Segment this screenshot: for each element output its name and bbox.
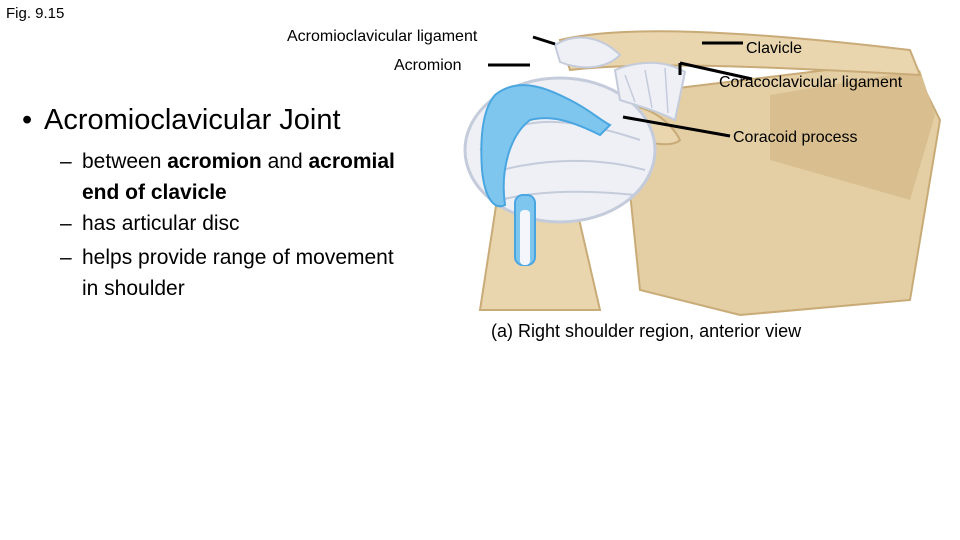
dash-marker: – xyxy=(60,246,72,269)
subpoint-text: and xyxy=(261,150,309,173)
label-coracoid-process: Coracoid process xyxy=(733,129,858,146)
shoulder-anatomy-illustration xyxy=(463,30,942,317)
subpoint-bold-term: end of clavicle xyxy=(82,181,227,204)
dash-marker: – xyxy=(60,150,72,173)
bullet-title: Acromioclavicular Joint xyxy=(44,104,341,136)
subpoint-bold-term: acromial xyxy=(308,150,395,173)
subpoint-text: in shoulder xyxy=(82,277,185,300)
subpoint-text: has articular disc xyxy=(82,212,240,235)
bullet-heading: • Acromioclavicular Joint xyxy=(22,104,341,137)
figure-caption: (a) Right shoulder region, anterior view xyxy=(491,321,802,341)
subpoint-text: between xyxy=(82,150,168,173)
subpoint-bold-term: acromion xyxy=(167,150,262,173)
subpoint-3: – helps provide range of movement in sho… xyxy=(60,242,394,304)
subpoint-2: – has articular disc xyxy=(60,208,240,239)
dash-marker: – xyxy=(60,212,72,235)
label-acromion: Acromion xyxy=(394,57,462,74)
subpoint-1: – between acromion and acromial end of c… xyxy=(60,146,395,208)
label-acromioclavicular-ligament: Acromioclavicular ligament xyxy=(287,28,478,45)
bullet-marker: • xyxy=(22,104,33,136)
label-coracoclavicular-ligament: Coracoclavicular ligament xyxy=(719,74,903,91)
subpoint-text: helps provide range of movement xyxy=(82,246,394,269)
label-clavicle: Clavicle xyxy=(746,40,803,57)
figure-number: Fig. 9.15 xyxy=(6,5,65,22)
